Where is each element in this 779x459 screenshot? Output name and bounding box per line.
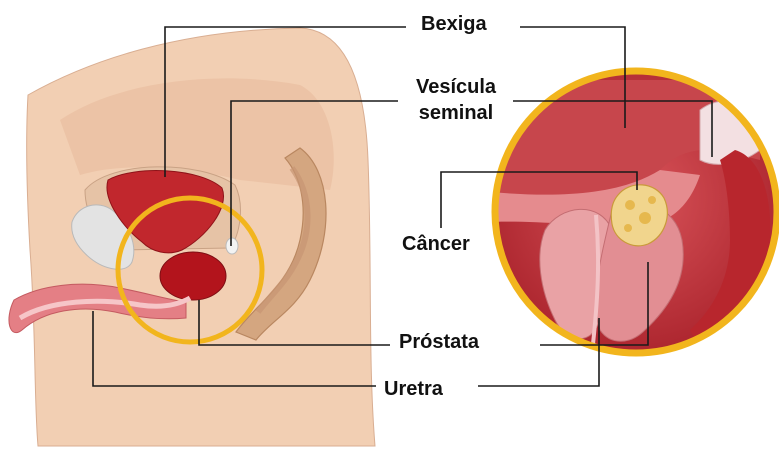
label-seminal-vesicle-line2: seminal [407, 100, 505, 126]
zoom-detail [490, 71, 777, 353]
tumor-nodule-3 [648, 196, 656, 204]
label-urethra: Uretra [384, 376, 443, 402]
pelvis-cross-section [9, 28, 375, 446]
seminal-vesicle [226, 238, 238, 254]
tumor-nodule-4 [624, 224, 632, 232]
tumor-nodule-1 [625, 200, 635, 210]
label-bladder: Bexiga [421, 11, 487, 37]
label-seminal-vesicle-line1: Vesícula [407, 74, 505, 100]
label-cancer: Câncer [402, 231, 470, 257]
label-seminal-vesicle: Vesícula seminal [407, 74, 505, 126]
label-prostate: Próstata [399, 329, 479, 355]
prostate-gland [160, 252, 226, 300]
zoom-tumor [611, 185, 667, 246]
tumor-nodule-2 [639, 212, 651, 224]
